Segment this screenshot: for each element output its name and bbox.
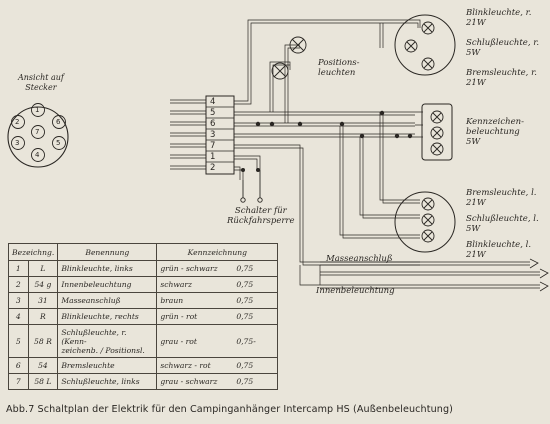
table-cell-pin: 54 bbox=[27, 357, 59, 374]
connector-pin-2 bbox=[11, 115, 25, 129]
label-schlussleuchte-rechts: Schlußleuchte, r. 5W bbox=[466, 38, 540, 58]
terminal-label-3: 3 bbox=[210, 130, 216, 140]
table-cell-nr: 2 bbox=[8, 276, 29, 293]
pin-label-7: 7 bbox=[35, 128, 40, 136]
table-cell-nr: 3 bbox=[8, 292, 29, 309]
label-masseanschluss: Masseanschluß bbox=[326, 254, 393, 264]
connector-pin-4 bbox=[31, 148, 45, 162]
label-kennzeichenbeleuchtung: Kennzeichen- beleuchtung 5W bbox=[466, 117, 524, 147]
table-cell-color: grün - schwarz bbox=[156, 260, 234, 277]
connector-pin-3 bbox=[11, 136, 25, 150]
license-plate-lamp bbox=[421, 103, 453, 161]
terminal-label-5: 5 bbox=[210, 108, 216, 118]
pin-label-6: 6 bbox=[56, 118, 61, 126]
label-blinkleuchte-links: Blinkleuchte, l. 21W bbox=[466, 240, 532, 260]
table-cell-color: schwarz bbox=[156, 276, 234, 293]
table-cell-name: Schlußleuchte, links bbox=[57, 373, 158, 390]
table-cell-pin: 58 R bbox=[27, 324, 59, 358]
label-bremsleuchte-links: Bremsleuchte, l. 21W bbox=[466, 188, 537, 208]
rear-lamp-left bbox=[394, 191, 456, 253]
terminal-label-1: 1 bbox=[210, 152, 216, 162]
terminal-label-2: 2 bbox=[210, 163, 216, 173]
table-header-row: Bezeichng. Benennung Kennzeichnung bbox=[7, 243, 279, 261]
input-cable bbox=[170, 99, 206, 170]
positions-lamp-1 bbox=[289, 36, 307, 54]
terminal-label-4: 4 bbox=[210, 97, 216, 107]
rear-lamp-right bbox=[394, 14, 456, 76]
table-cell-nr: 6 bbox=[8, 357, 29, 374]
table-cell-pin: 58 L bbox=[27, 373, 59, 390]
pin-label-5: 5 bbox=[56, 139, 61, 147]
table-cell-color: grau - rot bbox=[156, 324, 234, 358]
figure-caption: Abb.7 Schaltplan der Elektrik für den Ca… bbox=[6, 404, 453, 415]
table-cell-cross-section: 0,75 bbox=[233, 260, 279, 277]
table-cell-pin: L bbox=[27, 260, 59, 277]
connector-face bbox=[7, 106, 69, 168]
table-header-kennzeichnung: Kennzeichnung bbox=[156, 243, 279, 261]
table-cell-color: grau - schwarz bbox=[156, 373, 234, 390]
terminal-label-7: 7 bbox=[210, 141, 216, 151]
junction-dots bbox=[241, 110, 413, 172]
terminal-block bbox=[205, 95, 235, 175]
label-schlussleuchte-links: Schlußleuchte, l. 5W bbox=[466, 214, 539, 234]
table-cell-pin: 54 g bbox=[27, 276, 59, 293]
table-row: 4 R Blinkleuchte, rechts grün - rot 0,75 bbox=[8, 308, 279, 325]
table-cell-color: grün - rot bbox=[156, 308, 234, 325]
connector-pin-1 bbox=[31, 103, 45, 117]
table-header-bezeichnung: Bezeichng. bbox=[7, 243, 59, 261]
table-cell-color: braun bbox=[156, 292, 234, 309]
table-cell-name: Blinkleuchte, links bbox=[57, 260, 158, 277]
table-cell-name: Masseanschluß bbox=[57, 292, 158, 309]
table-cell-nr: 4 bbox=[8, 308, 29, 325]
table-cell-nr: 5 bbox=[8, 324, 29, 358]
table-cell-cross-section: 0,75 bbox=[233, 308, 279, 325]
connector-pin-7 bbox=[31, 125, 45, 139]
table-cell-name: Innenbeleuchtung bbox=[57, 276, 158, 293]
label-bremsleuchte-rechts: Bremsleuchte, r. 21W bbox=[466, 68, 537, 88]
label-innenbeleuchtung: Innenbeleuchtung bbox=[316, 286, 395, 296]
table-header-benennung: Benennung bbox=[57, 243, 158, 261]
table-cell-cross-section: 0,75 bbox=[233, 292, 279, 309]
wire-table: Bezeichng. Benennung Kennzeichnung 1 L B… bbox=[7, 243, 279, 390]
table-row: 3 31 Masseanschluß braun 0,75 bbox=[8, 292, 279, 309]
table-cell-nr: 1 bbox=[8, 260, 29, 277]
bus-wires bbox=[234, 19, 540, 289]
label-blinkleuchte-rechts: Blinkleuchte, r. 21W bbox=[466, 8, 532, 28]
table-cell-pin: R bbox=[27, 308, 59, 325]
table-cell-pin: 31 bbox=[27, 292, 59, 309]
pin-label-3: 3 bbox=[15, 139, 20, 147]
table-cell-name: Blinkleuchte, rechts bbox=[57, 308, 158, 325]
table-row: 2 54 g Innenbeleuchtung schwarz 0,75 bbox=[8, 276, 279, 293]
reverse-switch bbox=[240, 170, 263, 203]
table-cell-cross-section: 0,75 bbox=[233, 276, 279, 293]
terminal-label-6: 6 bbox=[210, 119, 216, 129]
label-positionsleuchten: Positions- leuchten bbox=[318, 58, 360, 78]
label-schalter-rueckfahrsperre: Schalter für Rückfahrsperre bbox=[227, 206, 295, 226]
table-row: 6 54 Bremsleuchte schwarz - rot 0,75 bbox=[8, 357, 279, 374]
table-cell-name: Bremsleuchte bbox=[57, 357, 158, 374]
connector-pin-5 bbox=[52, 136, 66, 150]
table-cell-cross-section: 0,75 bbox=[233, 373, 279, 390]
table-cell-cross-section: 0,75 bbox=[233, 357, 279, 374]
pin-label-2: 2 bbox=[15, 118, 20, 126]
connector-pin-6 bbox=[52, 115, 66, 129]
connector-title: Ansicht auf Stecker bbox=[18, 73, 64, 92]
table-row: 1 L Blinkleuchte, links grün - schwarz 0… bbox=[8, 260, 279, 277]
table-cell-nr: 7 bbox=[8, 373, 29, 390]
table-row: 5 58 R Schlußleuchte, r. (Kenn- zeichenb… bbox=[8, 324, 279, 358]
pin-label-1: 1 bbox=[35, 106, 40, 114]
table-cell-cross-section: 0,75- bbox=[233, 324, 279, 358]
table-row: 7 58 L Schlußleuchte, links grau - schwa… bbox=[8, 373, 279, 390]
table-cell-color: schwarz - rot bbox=[156, 357, 234, 374]
positions-lamp-2 bbox=[271, 62, 289, 80]
pin-label-4: 4 bbox=[35, 151, 40, 159]
table-cell-name: Schlußleuchte, r. (Kenn- zeichenb. / Pos… bbox=[57, 324, 158, 358]
